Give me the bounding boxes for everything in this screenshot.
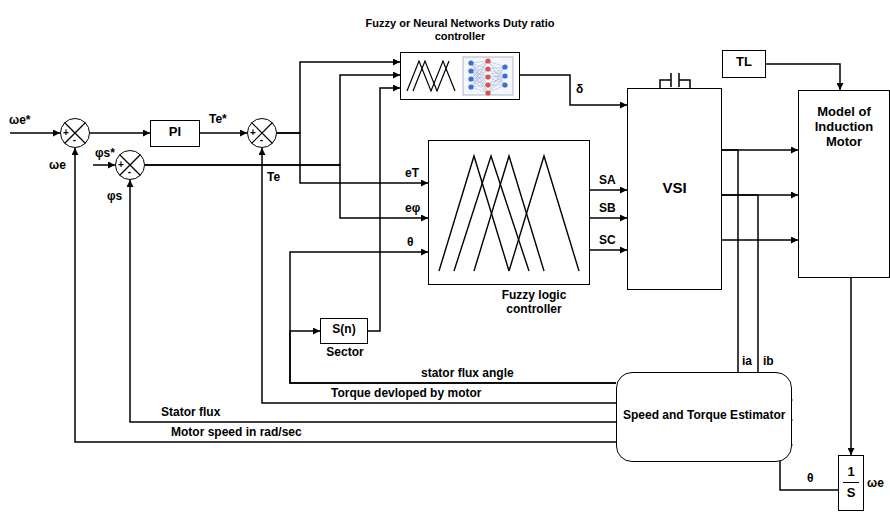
sector-box: S(n)Sector	[320, 318, 368, 344]
signal-label: δ	[575, 82, 584, 96]
signal-connector	[277, 133, 428, 183]
signal-label: ωe	[866, 476, 885, 490]
load-torque-box: TL	[722, 50, 766, 78]
motor-model-box: Model of Induction Motor	[798, 90, 890, 278]
reference-symbol: ωe*	[8, 113, 31, 127]
signal-label: Stator flux	[160, 405, 221, 419]
signal-label: stator flux angle	[420, 366, 515, 380]
signal-connector	[277, 62, 400, 133]
block-title: Fuzzy logic controller	[479, 288, 589, 316]
block-label: PI	[169, 125, 181, 140]
block-label: S(n)	[332, 323, 355, 337]
summing-junction: +-	[60, 118, 90, 148]
signal-connector	[145, 75, 400, 165]
block-label: VSI	[662, 179, 686, 196]
signal-label: θ	[806, 471, 815, 485]
signal-label: ib	[762, 354, 775, 368]
signal-connector	[590, 189, 627, 191]
signal-label: SB	[598, 201, 617, 215]
sign-label: -	[70, 135, 80, 145]
signal-connector	[850, 278, 852, 455]
feedback-symbol: φs	[106, 189, 123, 203]
block-label: TL	[736, 55, 752, 70]
signal-label: ia	[741, 354, 753, 368]
sign-label: +	[61, 128, 71, 138]
estimator-box: Speed and Torque Estimator	[616, 372, 792, 462]
duty-ratio-controller-box: Fuzzy or Neural Networks Duty ratio cont…	[400, 52, 520, 100]
feedback-symbol: ωe	[48, 158, 67, 172]
signal-connector	[722, 150, 792, 400]
reference-line	[10, 132, 60, 134]
signal-connector	[766, 64, 840, 90]
signal-connector	[590, 249, 627, 251]
integrator-box: 1S	[838, 455, 864, 511]
signal-label: eT	[404, 166, 420, 180]
signal-connector	[368, 88, 400, 331]
block-label: Speed and Torque Estimator	[623, 409, 785, 423]
sign-label: +	[116, 160, 126, 170]
sign-label: -	[125, 167, 135, 177]
signal-connector	[145, 165, 428, 218]
block-title: Sector	[315, 346, 375, 360]
inverter-box: VSI	[627, 88, 722, 290]
fuzzy-logic-controller-box: Fuzzy logic controller	[428, 140, 590, 285]
sign-label: -	[257, 135, 267, 145]
signal-connector	[200, 132, 247, 134]
block-label: S	[843, 486, 859, 501]
signal-connector	[90, 132, 150, 134]
signal-label: θ	[406, 235, 415, 249]
membership-functions	[429, 141, 588, 283]
sign-label: +	[248, 128, 258, 138]
signal-connector	[520, 75, 627, 105]
fuzzy-neural-icon	[401, 53, 518, 98]
feedback-symbol: Te	[266, 170, 281, 184]
signal-label: Motor speed in rad/sec	[170, 425, 303, 439]
block-label: 1	[843, 465, 859, 483]
signal-connector	[590, 217, 627, 219]
reference-line	[93, 164, 115, 166]
signal-label: Torque devloped by motor	[330, 386, 482, 400]
summing-junction: +-	[115, 150, 145, 180]
signal-label: SA	[598, 173, 617, 187]
signal-label: SC	[598, 233, 617, 247]
signal-label: eφ	[404, 201, 421, 215]
block-label: Model of Induction Motor	[805, 105, 883, 150]
capacitor-symbol	[660, 73, 690, 88]
reference-symbol: φs*	[94, 146, 116, 160]
summing-junction: +-	[247, 118, 277, 148]
signal-label: Te*	[208, 112, 228, 126]
pi-controller-box: PI	[150, 120, 200, 147]
signal-connector	[722, 239, 798, 241]
block-title: Fuzzy or Neural Networks Duty ratio cont…	[362, 17, 558, 43]
